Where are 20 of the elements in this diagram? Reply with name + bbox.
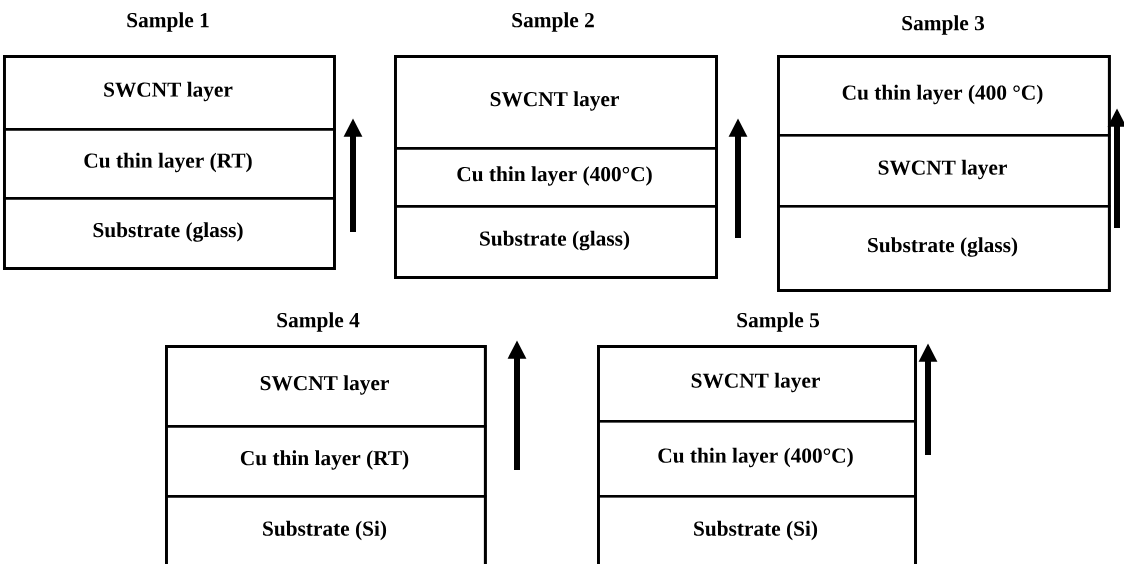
layer-box: SWCNT layer <box>777 134 1111 208</box>
sample-heading: Sample 4 <box>277 312 360 332</box>
layer-box: Cu thin layer (400°C) <box>394 147 718 208</box>
layer-box: Substrate (glass) <box>3 197 336 270</box>
layer-box: Cu thin layer (RT) <box>3 128 336 200</box>
layer-box: Cu thin layer (RT) <box>165 425 487 498</box>
sample-heading: Sample 3 <box>902 15 985 35</box>
layer-box: SWCNT layer <box>394 55 718 150</box>
sample-heading: Sample 1 <box>127 12 209 32</box>
layer-box: SWCNT layer <box>165 345 487 428</box>
layer-box: SWCNT layer <box>3 55 336 131</box>
layer-box: SWCNT layer <box>597 345 917 423</box>
sample-heading: Sample 2 <box>512 12 594 32</box>
layer-box: Substrate (Si) <box>597 495 917 564</box>
layer-box: Substrate (glass) <box>777 205 1111 292</box>
layer-box: Cu thin layer (400°C) <box>597 420 917 498</box>
layer-box: Substrate (Si) <box>165 495 487 564</box>
layer-box: Substrate (glass) <box>394 205 718 279</box>
sample-heading: Sample 5 <box>737 312 819 332</box>
layer-box: Cu thin layer (400 °C) <box>777 55 1111 137</box>
